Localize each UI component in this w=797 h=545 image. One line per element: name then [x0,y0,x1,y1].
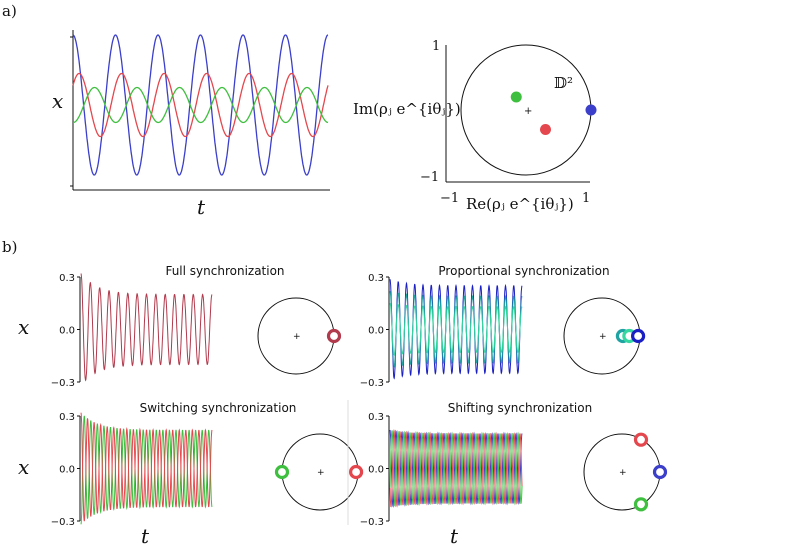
a-disk-ylabel: Im(ρⱼ e^{iθⱼ}) [353,100,461,118]
b-disk-origin-1: + [599,332,607,342]
panel-a-disk: + 𝔻² 1 −1 −1 1 Im(ρⱼ e^{iθⱼ}) Re(ρⱼ e^{i… [353,39,597,213]
b-subplot-0: 0.3 0.0 −0.3 Full synchronization + [51,264,342,389]
b-series-line-1-1 [389,291,523,368]
a-left-ylabel: x [52,89,63,113]
b-series-line-1-0 [389,279,523,380]
a-disk-origin-marker: + [524,106,532,117]
b-ytick-label-0-1: 0.0 [59,326,75,337]
b-ylabel-bottom: x [18,455,29,479]
a-disk-domain-label: 𝔻² [554,74,573,92]
a-disk-point-0 [510,91,522,103]
panel-b-label: b) [2,238,17,256]
b-title-3: Shifting synchronization [448,401,592,415]
b-xlabel-right: t [450,524,459,545]
b-series-line-1-2 [389,303,523,356]
b-ytick-label-1-2: −0.3 [360,378,384,389]
b-ytick-label-2-2: −0.3 [51,517,75,528]
b-disk-origin-0: + [293,332,301,342]
a-disk-point-2 [585,104,597,116]
b-title-2: Switching synchronization [140,401,297,415]
b-ytick-label-1-1: 0.0 [368,326,384,337]
b-subplot-2: 0.3 0.0 −0.3 Switching synchronization + [51,401,364,528]
b-ytick-label-3-0: 0.3 [368,412,384,423]
a-disk-points [510,91,597,135]
a-series-line-0 [72,34,329,176]
b-ytick-label-0-0: 0.3 [59,273,75,284]
panel-a-label: a) [2,2,17,20]
b-disk-point-0-0 [326,328,342,344]
b-ylabel-top: x [18,315,29,339]
b-ytick-label-2-0: 0.3 [59,412,75,423]
b-series-line-0-0 [80,273,213,382]
b-xlabel-left: t [141,524,150,545]
b-subplot-1: 0.3 0.0 −0.3 Proportional synchronization + [360,264,646,389]
b-series-line-3-2 [389,430,523,508]
a-left-series [72,34,329,176]
b-title-0: Full synchronization [165,264,284,278]
b-disk-point-3-2 [633,497,649,512]
b-disk-point-1-2 [630,328,646,344]
a-disk-xlabel: Re(ρⱼ e^{iθⱼ}) [466,195,574,213]
b-subplot-3: 0.3 0.0 −0.3 Shifting synchronization + [360,401,668,528]
panel-b-subplots: 0.3 0.0 −0.3 Full synchronization +0.3 0.0 −0.… [51,264,668,528]
b-disk-origin-3: + [619,468,627,478]
b-ytick-label-2-1: 0.0 [59,465,75,476]
a-disk-xtick-right: 1 [582,191,590,206]
b-disk-point-2-0 [274,464,290,480]
b-series-line-2-0 [80,415,213,525]
b-disk-point-3-1 [652,464,668,480]
a-disk-ytick-top: 1 [432,39,440,54]
b-disk-point-3-0 [633,432,649,447]
b-disk-origin-2: + [317,468,325,478]
a-left-xlabel: t [197,195,206,219]
a-disk-ytick-bottom: −1 [420,170,439,185]
b-ytick-label-0-2: −0.3 [51,378,75,389]
b-disk-point-2-1 [349,464,364,480]
a-series-line-2 [73,86,329,124]
b-title-1: Proportional synchronization [438,264,609,278]
panel-a-timeseries: x t [52,30,330,219]
b-ytick-label-3-2: −0.3 [360,517,384,528]
a-series-line-1 [72,72,329,138]
b-series-line-2-1 [80,412,213,522]
a-disk-xtick-left: −1 [440,191,459,206]
b-ytick-label-3-1: 0.0 [368,465,384,476]
b-ytick-label-1-0: 0.3 [368,273,384,284]
a-disk-point-1 [540,124,551,135]
